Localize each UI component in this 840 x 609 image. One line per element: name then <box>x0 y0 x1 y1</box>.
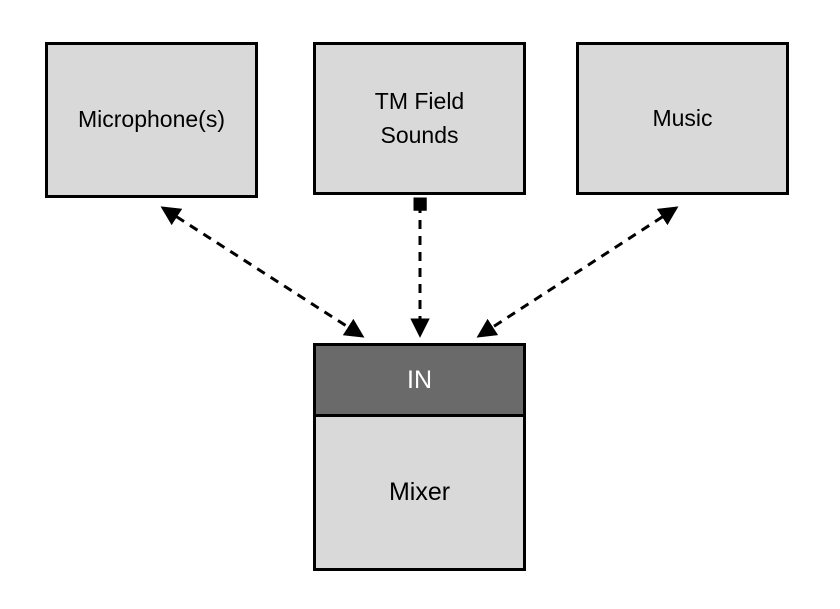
node-microphones-label: Microphone(s) <box>78 106 225 133</box>
mixer-in-label: IN <box>407 365 432 394</box>
mixer-in-header: IN <box>316 346 523 417</box>
connector-microphones-to-mixer-in <box>160 206 365 338</box>
node-music-label: Music <box>652 104 713 131</box>
node-music: Music <box>576 42 789 195</box>
connector-music-to-mixer-in <box>476 206 679 338</box>
node-tm-field-sounds: TM Field Sounds <box>313 42 526 195</box>
node-mixer: IN Mixer <box>313 343 526 571</box>
node-tm-field-sounds-label: TM Field Sounds <box>374 88 465 148</box>
node-microphones: Microphone(s) <box>45 42 258 198</box>
mixer-label: Mixer <box>388 478 451 506</box>
mixer-body: Mixer <box>316 417 523 568</box>
